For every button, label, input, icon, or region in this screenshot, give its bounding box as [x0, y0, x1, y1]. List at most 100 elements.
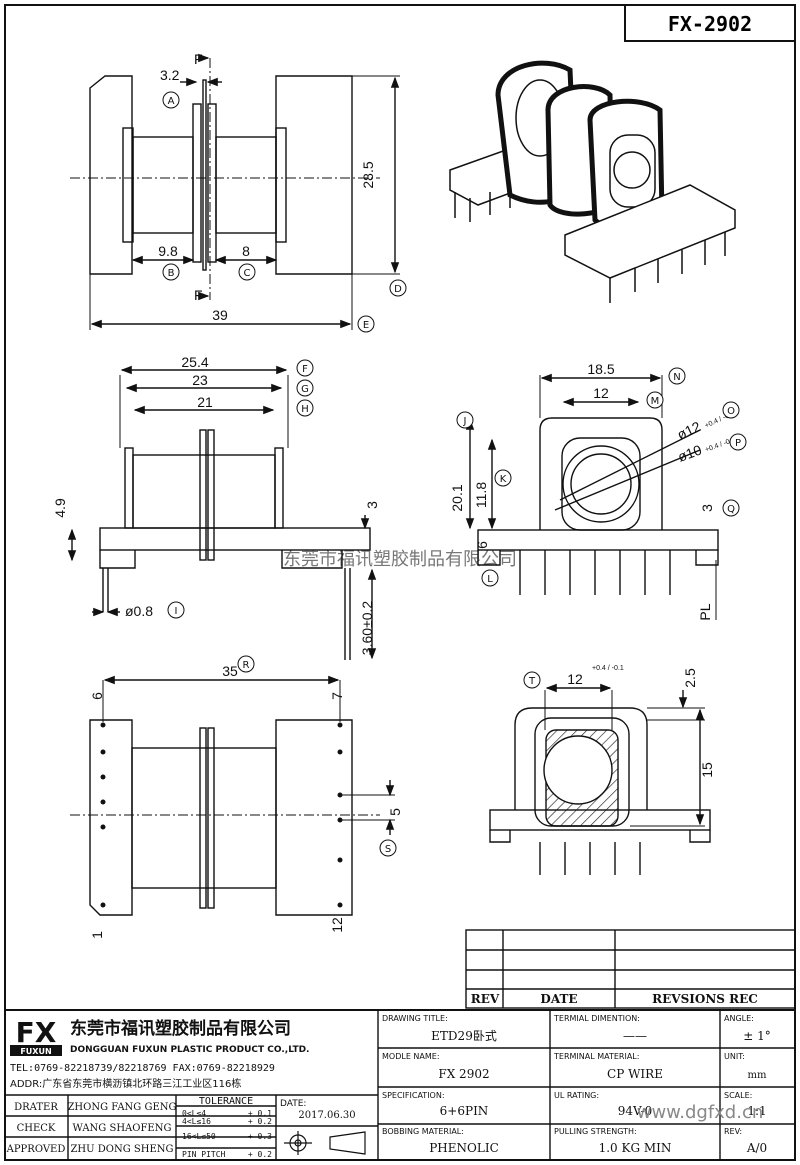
- tol-range-2: 4<L≤16: [182, 1117, 211, 1126]
- dim-pl: PL: [697, 603, 713, 620]
- callout-e: E: [357, 315, 375, 333]
- role-check: CHECK: [17, 1123, 56, 1134]
- svg-text:B: B: [168, 268, 175, 279]
- svg-text:S: S: [385, 844, 391, 855]
- section-label-bottom: F: [194, 287, 203, 303]
- svg-text:O: O: [727, 406, 735, 417]
- dim-21: 21: [197, 394, 213, 410]
- tol-range-3: 16<L≤50: [182, 1132, 216, 1141]
- bottom-view-dimensions: 35 5 6 7 1 12: [89, 663, 403, 939]
- date-col-header: DATE: [540, 992, 577, 1006]
- dim-3-2: 3.2: [160, 67, 180, 83]
- callout-k: K: [494, 469, 512, 487]
- section-label-top: F: [194, 51, 203, 67]
- callout-d: D: [389, 279, 407, 297]
- rev-col-header: REV: [471, 992, 500, 1006]
- revisions-col-header: REVSIONS REC: [652, 992, 758, 1006]
- pull-label: PULLING STRENGTH:: [554, 1127, 637, 1136]
- section-view-dimensions: 12 +0.4 / -0.1 2.5 15: [567, 665, 715, 778]
- unit-value: mm: [748, 1070, 767, 1081]
- scale-value: 1:1: [747, 1104, 766, 1118]
- svg-text:C: C: [244, 268, 251, 279]
- bottom-view: [70, 675, 395, 916]
- callout-q: Q: [722, 499, 740, 517]
- svg-text:A: A: [168, 96, 175, 107]
- date-label: DATE:: [280, 1099, 306, 1109]
- dim-11-8: 11.8: [473, 482, 489, 508]
- svg-text:G: G: [301, 384, 309, 395]
- svg-text:F: F: [302, 364, 308, 375]
- tol-range-1: 0<L≤4: [182, 1109, 206, 1118]
- model-code: FX-2902: [668, 12, 752, 36]
- bobbin-label: BOBBING MATERIAL:: [382, 1127, 464, 1136]
- isometric-view: [449, 60, 736, 303]
- logo-band: [10, 1045, 62, 1056]
- dim-9-8: 9.8: [158, 243, 178, 259]
- name-approved: ZHU DONG SHENG: [70, 1144, 173, 1155]
- dim-39: 39: [212, 307, 228, 323]
- callout-p: P: [729, 433, 747, 451]
- pin-number-7: 7: [329, 692, 345, 700]
- callout-s: S: [379, 839, 397, 857]
- projection-symbol-icon: [284, 1131, 366, 1155]
- callout-j: J: [456, 411, 474, 429]
- svg-text:M: M: [651, 396, 660, 407]
- callout-l: L: [481, 569, 499, 587]
- dim-pin-diameter: ø0.8: [125, 603, 153, 619]
- title-block: [5, 1009, 795, 1160]
- callout-f: F: [296, 359, 314, 377]
- unit-label: UNIT:: [724, 1052, 745, 1061]
- section-view: [489, 683, 711, 875]
- svg-text:R: R: [243, 660, 250, 671]
- pull-value: 1.0 KG MIN: [599, 1141, 672, 1155]
- svg-text:J: J: [463, 416, 467, 427]
- company-name-en: DONGGUAN FUXUN PLASTIC PRODUCT CO.,LTD.: [70, 1045, 309, 1055]
- pin-number-1: 1: [89, 931, 105, 939]
- callout-n: N: [668, 367, 686, 385]
- name-drater: ZHONG FANG GENG: [67, 1102, 176, 1113]
- scale-label: SCALE:: [724, 1091, 752, 1100]
- dim-4-9: 4.9: [52, 498, 68, 518]
- front-view: [67, 365, 377, 660]
- term-dim-label: TERMIAL DIMENTION:: [553, 1014, 640, 1023]
- tolerance-title: TOLERANCE: [199, 1096, 253, 1107]
- tol-value-4: + 0.2: [248, 1150, 272, 1159]
- web-watermark: www.dgfxd.cn: [637, 1102, 764, 1123]
- callout-m: M: [646, 391, 664, 409]
- tol-value-3: + 0.3: [248, 1132, 272, 1141]
- callout-c: C: [238, 263, 256, 281]
- front-view-dimensions: 25.4 23 21 4.9 3 ø0.8 3.60±0.2: [52, 354, 380, 655]
- logo-fuxun: FUXUN: [20, 1047, 51, 1056]
- svg-text:P: P: [735, 438, 741, 449]
- tol-value-2: + 0.2: [248, 1117, 272, 1126]
- revision-table: [465, 929, 796, 1009]
- dim-dia-12: ø12: [675, 418, 704, 443]
- model-value: FX 2902: [438, 1067, 489, 1081]
- rev-value: A/0: [746, 1141, 767, 1155]
- role-drater: DRATER: [14, 1102, 58, 1113]
- dim-section-12: 12: [567, 671, 583, 687]
- term-dim-value: ——: [623, 1029, 647, 1043]
- svg-text:Q: Q: [727, 504, 735, 515]
- dim-23: 23: [192, 372, 208, 388]
- revision-table-headers: REV DATE REVSIONS REC: [471, 992, 758, 1006]
- top-view-dimensions: 3.2 28.5 9.8 8 39 F F: [158, 51, 376, 323]
- company-watermark: 东莞市福讯塑胶制品有限公司: [283, 549, 517, 570]
- name-check: WANG SHAOFENG: [73, 1123, 172, 1134]
- bottom-view-pins: [100, 722, 343, 908]
- ul-value: 94V-0: [618, 1104, 653, 1118]
- spec-label: SPECIFICATION:: [382, 1091, 445, 1100]
- dim-20-1: 20.1: [449, 484, 465, 511]
- svg-text:L: L: [487, 574, 493, 585]
- rev-label: REV:: [724, 1127, 742, 1136]
- company-name-cn: 东莞市福讯塑胶制品有限公司: [70, 1018, 291, 1039]
- callout-a: A: [162, 91, 180, 109]
- drawing-title-label: DRAWING TITLE:: [382, 1014, 448, 1023]
- spec-value: 6+6PIN: [440, 1104, 489, 1118]
- term-mat-label: TERMINAL MATERIAL:: [553, 1052, 639, 1061]
- drawing-title-value: ETD29卧式: [431, 1029, 497, 1043]
- callout-bubbles: A B C D E F G H I J K L M N O P Q R S T: [162, 91, 747, 857]
- callout-i: I: [167, 601, 185, 619]
- company-tel: TEL:0769-82218739/82218769 FAX:0769-8221…: [10, 1063, 275, 1074]
- dim-12: 12: [593, 385, 609, 401]
